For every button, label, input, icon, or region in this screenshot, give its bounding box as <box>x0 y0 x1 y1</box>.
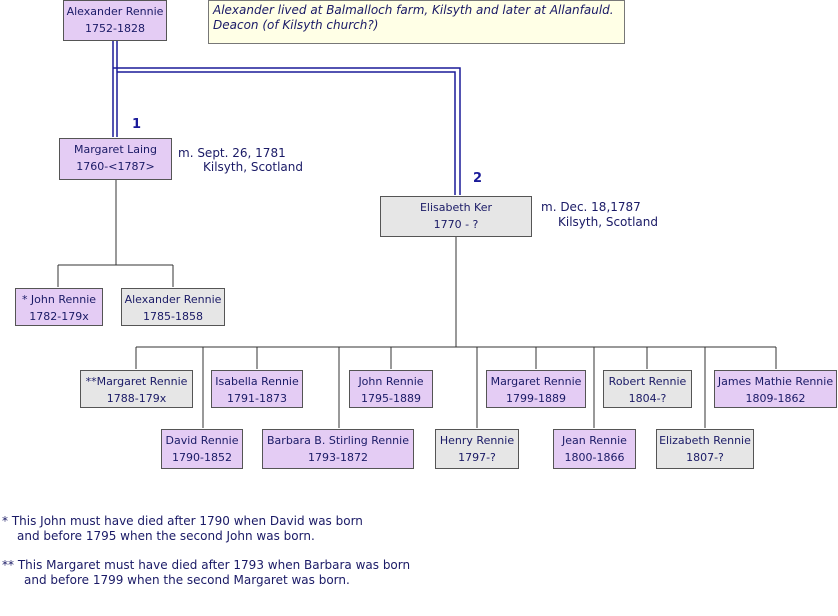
person-name: Elizabeth Rennie <box>659 434 751 447</box>
person-years: 1770 - ? <box>433 218 479 231</box>
person-margaret-rennie-1788[interactable]: **Margaret Rennie 1788-179x <box>80 370 193 408</box>
marriage-line-2a <box>113 67 461 195</box>
person-years: 1800-1866 <box>564 451 625 464</box>
descent-lines <box>57 180 777 428</box>
marriage-1-date: m. Sept. 26, 1781 <box>178 146 286 160</box>
person-alexander-rennie-1785[interactable]: Alexander Rennie 1785-1858 <box>121 288 225 326</box>
person-years: 1788-179x <box>106 392 167 405</box>
person-alexander-rennie-root[interactable]: Alexander Rennie 1752-1828 <box>63 0 167 41</box>
person-name: James Mathie Rennie <box>717 375 834 388</box>
person-years: 1760-<1787> <box>76 160 155 173</box>
note-line-1: Alexander lived at Balmalloch farm, Kils… <box>213 3 614 17</box>
person-name: Margaret Laing <box>73 143 158 156</box>
person-name: John Rennie <box>358 375 424 388</box>
marriage-number-2: 2 <box>473 171 483 186</box>
person-name: Isabella Rennie <box>215 375 299 388</box>
person-years: 1799-1889 <box>506 392 566 405</box>
person-name: Robert Rennie <box>608 375 687 388</box>
person-years: 1785-1858 <box>143 310 203 323</box>
person-years: 1793-1872 <box>308 451 368 464</box>
marriage-1-place: Kilsyth, Scotland <box>203 160 304 174</box>
person-years: 1752-1828 <box>85 22 145 35</box>
marriage-2-place: Kilsyth, Scotland <box>558 215 659 229</box>
footnote-1-line-1: * This John must have died after 1790 wh… <box>2 514 363 528</box>
person-years: 1790-1852 <box>172 451 232 464</box>
footnote-2-line-2: and before 1799 when the second Margaret… <box>24 573 350 587</box>
person-john-rennie-1795[interactable]: John Rennie 1795-1889 <box>349 370 433 408</box>
biography-note: Alexander lived at Balmalloch farm, Kils… <box>208 0 625 44</box>
marriage-line-2b <box>117 71 456 195</box>
person-years: 1804-? <box>628 392 667 405</box>
person-james-mathie-rennie[interactable]: James Mathie Rennie 1809-1862 <box>714 370 837 408</box>
person-years: 1782-179x <box>29 310 89 323</box>
person-jean-rennie[interactable]: Jean Rennie 1800-1866 <box>553 429 636 469</box>
person-david-rennie[interactable]: David Rennie 1790-1852 <box>161 429 243 469</box>
person-margaret-laing[interactable]: Margaret Laing 1760-<1787> <box>59 138 172 180</box>
person-years: 1797-? <box>458 451 496 464</box>
person-robert-rennie[interactable]: Robert Rennie 1804-? <box>603 370 692 408</box>
person-henry-rennie[interactable]: Henry Rennie 1797-? <box>435 429 519 469</box>
person-name: Alexander Rennie <box>124 293 222 306</box>
person-margaret-rennie-1799[interactable]: Margaret Rennie 1799-1889 <box>486 370 586 408</box>
person-barbara-stirling-rennie[interactable]: Barbara B. Stirling Rennie 1793-1872 <box>262 429 414 469</box>
person-years: 1809-1862 <box>745 392 806 405</box>
person-name: Elisabeth Ker <box>419 201 493 214</box>
person-name: **Margaret Rennie <box>85 375 188 388</box>
footnote-2-line-1: ** This Margaret must have died after 17… <box>2 558 411 572</box>
person-name: Margaret Rennie <box>490 375 582 388</box>
person-name: David Rennie <box>165 434 239 447</box>
person-name: * John Rennie <box>21 293 97 306</box>
note-line-2: Deacon (of Kilsyth church?) <box>213 18 379 32</box>
person-name: Alexander Rennie <box>66 5 164 18</box>
person-name: Barbara B. Stirling Rennie <box>267 434 409 447</box>
footnote-1-line-2: and before 1795 when the second John was… <box>17 529 315 543</box>
person-john-rennie-1782[interactable]: * John Rennie 1782-179x <box>15 288 103 326</box>
person-name: Henry Rennie <box>439 434 515 447</box>
person-years: 1795-1889 <box>361 392 421 405</box>
person-elisabeth-ker[interactable]: Elisabeth Ker 1770 - ? <box>380 196 532 237</box>
person-isabella-rennie[interactable]: Isabella Rennie 1791-1873 <box>211 370 303 408</box>
marriage-2-date: m. Dec. 18,1787 <box>541 200 641 214</box>
marriage-number-1: 1 <box>132 117 142 132</box>
marriage-lines <box>112 40 461 195</box>
person-years: 1807-? <box>686 451 724 464</box>
person-elizabeth-rennie[interactable]: Elizabeth Rennie 1807-? <box>656 429 754 469</box>
person-name: Jean Rennie <box>562 434 627 447</box>
person-years: 1791-1873 <box>227 392 287 405</box>
